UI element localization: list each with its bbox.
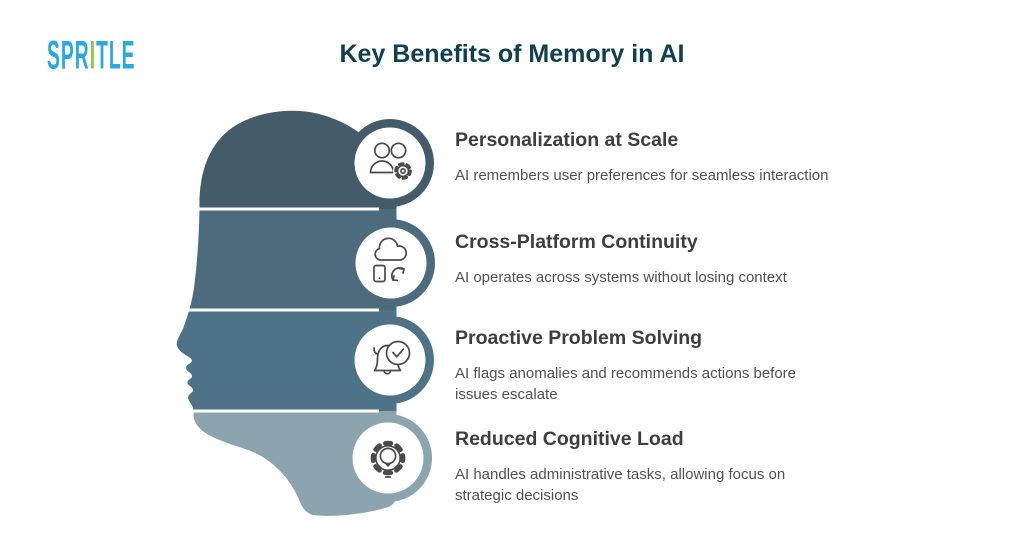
benefit-title: Reduced Cognitive Load: [455, 428, 684, 450]
benefit-description: AI remembers user preferences for seamle…: [455, 167, 829, 184]
benefit-item-proactive: Proactive Problem Solving AI flags anoma…: [455, 326, 885, 405]
benefit-title: Personalization at Scale: [455, 129, 679, 151]
benefit-item-cognitive-load: Reduced Cognitive Load AI handles admini…: [455, 427, 885, 506]
page-title: Key Benefits of Memory in AI: [339, 40, 685, 68]
icon-circle-personalization: [346, 119, 434, 207]
bell-check-icon: [373, 340, 411, 375]
icon-circle-cognitive-load: [344, 414, 432, 502]
benefit-description: AI operates across systems without losin…: [455, 269, 787, 286]
benefit-item-personalization: Personalization at Scale AI remembers us…: [455, 128, 885, 186]
benefit-item-cross-platform: Cross-Platform Continuity AI operates ac…: [455, 230, 885, 288]
logo-letter: E: [121, 33, 136, 78]
logo-letter: S: [47, 33, 61, 78]
users-gear-icon: [369, 142, 413, 181]
cloud-sync-icon: [373, 237, 408, 283]
logo-letter: I: [89, 33, 97, 78]
icon-circle-cross-platform: [347, 219, 435, 307]
gear-bulb-icon: [370, 440, 406, 478]
benefit-description: AI flags anomalies and recommends action…: [455, 365, 797, 403]
benefit-title: Cross-Platform Continuity: [455, 231, 698, 253]
logo-letter: R: [74, 33, 90, 78]
spritle-logo: SPRITLE: [47, 33, 136, 78]
logo-letter: L: [108, 33, 122, 78]
logo-letter: P: [60, 33, 75, 78]
benefit-title: Proactive Problem Solving: [455, 327, 703, 349]
benefit-description: AI handles administrative tasks, allowin…: [455, 466, 786, 504]
logo-letter: T: [96, 33, 109, 78]
